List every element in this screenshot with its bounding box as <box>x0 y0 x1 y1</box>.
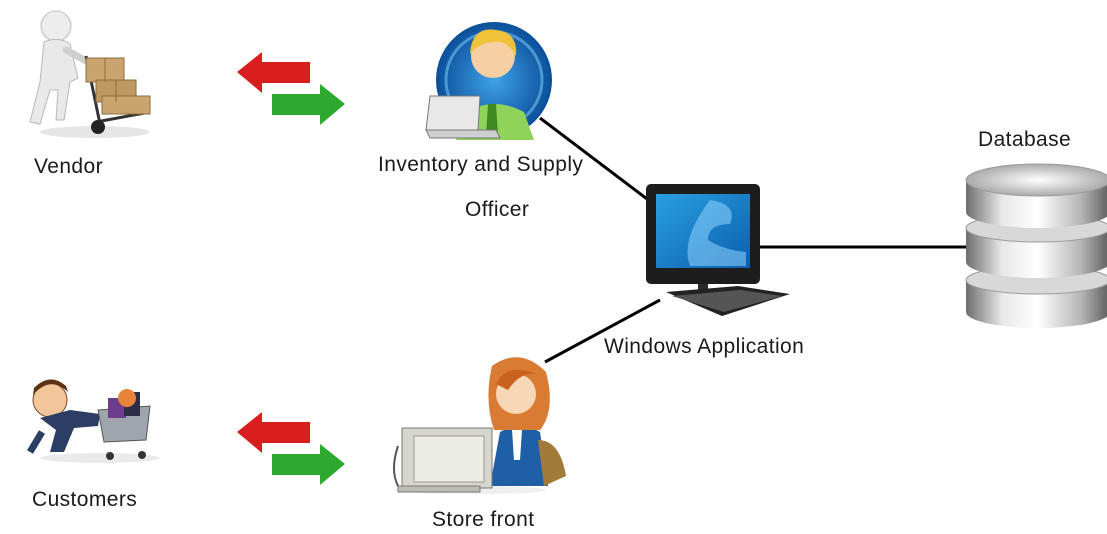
customer-exchange-arrows-icon <box>237 412 345 485</box>
database-cylinder-icon <box>965 163 1107 328</box>
vendor-exchange-arrows-icon <box>237 52 345 125</box>
left-arrow-icon <box>237 52 310 93</box>
left-arrow-icon <box>237 412 310 453</box>
officer-to-app-line <box>539 116 656 207</box>
app-to-storefront-line <box>544 298 661 364</box>
clerk-at-computer-icon <box>393 357 566 494</box>
officer-with-laptop-icon <box>425 22 552 140</box>
connector-lines <box>539 116 968 364</box>
windows-app-label: Windows Application <box>604 335 805 358</box>
customers-label: Customers <box>32 488 138 511</box>
store-front-label: Store front <box>432 508 535 531</box>
right-arrow-icon <box>272 84 345 125</box>
officer-label-line1: Inventory and Supply <box>378 153 584 176</box>
desktop-computer-icon <box>646 184 790 316</box>
officer-label-line2: Officer <box>465 198 530 221</box>
vendor-label: Vendor <box>34 155 103 178</box>
database-label: Database <box>978 128 1072 151</box>
right-arrow-icon <box>272 444 345 485</box>
vendor-with-hand-truck-icon <box>29 10 151 138</box>
customer-with-cart-icon <box>26 379 160 463</box>
